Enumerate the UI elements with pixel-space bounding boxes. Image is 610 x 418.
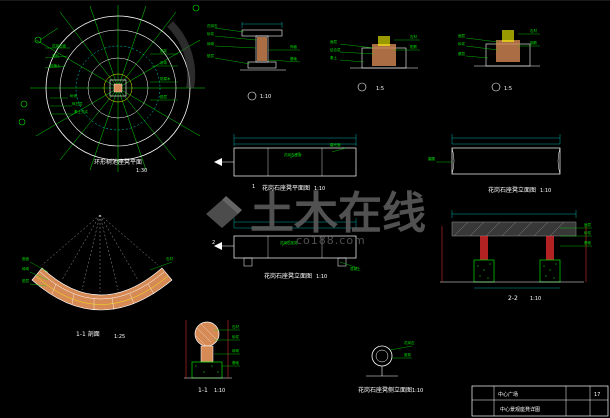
title-block-sheet-name: 中心景观座凳详图 [500, 406, 540, 413]
svg-text:素土夯实: 素土夯实 [74, 109, 88, 114]
section-1-1-title: 1-1 剖面 [76, 330, 100, 338]
svg-text:侧石: 侧石 [52, 53, 59, 58]
svg-text:砖砌: 砖砌 [207, 41, 214, 46]
svg-text:砂浆: 砂浆 [207, 31, 214, 36]
watermark-en: co188.com [296, 234, 366, 247]
svg-text:1: 1 [252, 184, 255, 190]
detail-b-scale: 1:5 [376, 86, 384, 92]
svg-text:花岗石: 花岗石 [207, 23, 218, 28]
title-block: 中心广场 中心景观座凳详图 17 [471, 385, 609, 417]
svg-text:饰面: 饰面 [290, 44, 298, 49]
title-block-sheet-no: 17 [594, 392, 600, 398]
svg-text:磨圆: 磨圆 [428, 156, 436, 161]
svg-text:树池: 树池 [70, 93, 77, 98]
seat-side-detail: 花岗石座凳 花岗石座凳侧立面图 1:10 [358, 340, 423, 394]
svg-text:座凳: 座凳 [404, 352, 412, 357]
svg-text:砂浆: 砂浆 [458, 41, 466, 46]
section-2-2-title: 2-2 [508, 295, 518, 302]
flower-seat-plan-title: 花岗石座凳平面图 [262, 184, 310, 192]
title-block-project: 中心广场 [498, 391, 518, 398]
svg-text:素土: 素土 [330, 55, 338, 60]
svg-text:2: 2 [212, 240, 215, 246]
svg-text:砂浆: 砂浆 [232, 334, 239, 339]
svg-text:配筋: 配筋 [410, 44, 418, 49]
svg-text:基层: 基层 [458, 51, 466, 56]
svg-text:花岗石面: 花岗石面 [52, 43, 66, 48]
svg-text:石材: 石材 [232, 324, 239, 329]
flower-seat-elev-scale: 1:10 [316, 274, 327, 280]
svg-text:砖砌: 砖砌 [232, 348, 239, 353]
svg-text:种植土: 种植土 [50, 63, 61, 68]
svg-text:砂浆: 砂浆 [584, 230, 592, 235]
flower-seat-side-elevation: 磨圆 花岗石座凳立面图 1:10 [428, 134, 561, 194]
svg-text:垫层: 垫层 [22, 278, 29, 283]
detail-c-scale: 1:5 [504, 86, 512, 92]
svg-text:磨光面: 磨光面 [330, 142, 341, 147]
watermark: 土木在线 co188.com [206, 188, 426, 247]
svg-text:混凝土: 混凝土 [350, 266, 361, 271]
svg-text:防腐木: 防腐木 [160, 76, 171, 81]
detail-a-scale: 1:10 [260, 94, 271, 100]
svg-text:石材: 石材 [410, 34, 418, 39]
seat-detail-scale: 1:10 [412, 388, 423, 394]
svg-text:垫层: 垫层 [160, 94, 167, 99]
flower-seat-plan-scale: 1:10 [314, 186, 325, 192]
section-1-1-scale: 1:25 [114, 334, 125, 340]
svg-text:基础: 基础 [232, 360, 239, 365]
tree-ring-plan-title: 环形树池座凳平面 [94, 158, 142, 166]
svg-text:面层: 面层 [584, 222, 592, 227]
flower-seat-side-scale: 1:10 [540, 188, 551, 194]
tree-ring-plan-scale: 1:30 [136, 168, 147, 174]
flower-seat-elev-title: 花岗石座凳立面图 [264, 272, 312, 280]
flower-seat-plan: 花岗石座面 磨光面 1 花岗石座凳平面图 1:10 [214, 134, 357, 192]
svg-text:面层: 面层 [458, 33, 466, 38]
svg-text:花岗石座面: 花岗石座面 [284, 152, 302, 157]
svg-text:基础: 基础 [584, 240, 592, 245]
section-2-2-scale: 1:10 [530, 296, 541, 302]
svg-text:砖砌: 砖砌 [22, 266, 29, 271]
section-1-1b-scale: 1:10 [214, 388, 225, 394]
watermark-cn: 土木在线 [250, 188, 426, 239]
section-1-1b-title: 1-1 [198, 387, 208, 394]
svg-text:座面: 座面 [22, 256, 29, 261]
svg-text:垫层: 垫层 [207, 53, 214, 58]
svg-text:花岗石座凳: 花岗石座凳 [280, 240, 298, 245]
svg-text:钢筋: 钢筋 [530, 40, 538, 45]
svg-text:石材: 石材 [530, 28, 538, 33]
svg-text:石材: 石材 [166, 256, 173, 261]
svg-text:座凳: 座凳 [160, 48, 167, 53]
flower-seat-side-title: 花岗石座凳立面图 [488, 186, 536, 194]
watermark-logo-icon [206, 196, 242, 228]
seat-detail-title: 花岗石座凳侧立面图 [358, 386, 412, 394]
svg-text:灰砖: 灰砖 [160, 60, 167, 65]
svg-text:基础: 基础 [290, 56, 298, 61]
svg-text:花岗石: 花岗石 [404, 340, 415, 345]
svg-text:面层: 面层 [330, 39, 338, 44]
svg-text:碎石层: 碎石层 [72, 101, 83, 106]
svg-text:结合层: 结合层 [330, 47, 341, 52]
